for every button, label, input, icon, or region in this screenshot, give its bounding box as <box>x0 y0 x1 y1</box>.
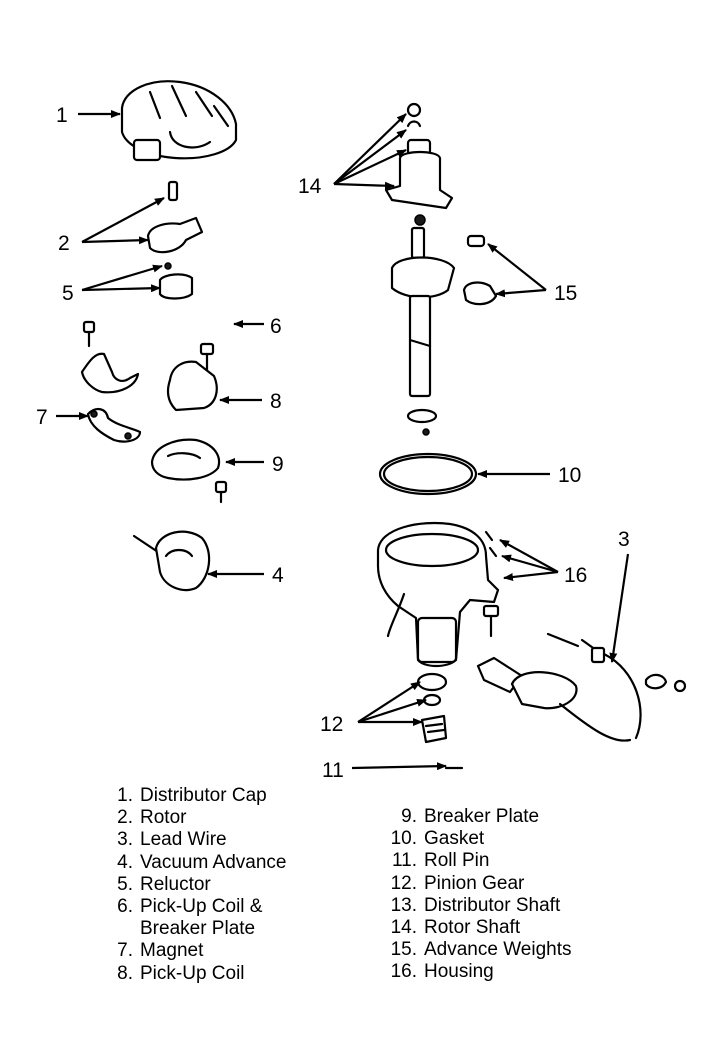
callout-9: 9 <box>272 453 284 476</box>
callout-5: 5 <box>62 282 74 305</box>
gasket <box>378 452 478 496</box>
legend-label: Breaker Plate <box>424 806 540 827</box>
legend-number: 16. <box>390 961 417 983</box>
callout-7: 7 <box>36 406 48 429</box>
callout-12: 12 <box>320 713 343 736</box>
legend-label: Pick-Up Coil <box>140 962 245 984</box>
legend-number: 15. <box>390 939 417 961</box>
legend-item: 11. Roll Pin <box>383 850 572 872</box>
advance-weights <box>462 234 498 306</box>
legend-label: Vacuum Advance <box>140 851 287 873</box>
legend-label: Pick-Up Coil & <box>140 896 263 918</box>
lead-wire <box>476 632 687 742</box>
legend-label: Reluctor <box>140 873 211 895</box>
legend-number: 3. <box>117 829 133 851</box>
breaker-plate <box>150 438 228 504</box>
distributor-cap <box>120 80 238 162</box>
legend-number: 6. <box>117 896 133 918</box>
legend-left: 1. Distributor Cap 2. Rotor 3. Lead Wire 4.… <box>99 785 286 985</box>
legend-number: 2. <box>117 807 133 829</box>
legend-number: 4. <box>117 851 133 873</box>
pinion-gear <box>416 672 448 744</box>
callout-11: 11 <box>322 759 344 782</box>
magnet <box>86 408 142 443</box>
legend-label: Lead Wire <box>140 829 227 851</box>
callout-2: 2 <box>58 232 70 255</box>
callout-6: 6 <box>270 315 282 338</box>
vacuum-advance <box>132 530 211 592</box>
legend-number: 14. <box>390 917 417 939</box>
callout-8: 8 <box>270 390 282 413</box>
legend-item: 1. Distributor Cap <box>99 785 286 807</box>
pickup-coil-breaker-plate <box>80 320 140 394</box>
legend-number: 7. <box>117 940 133 962</box>
legend-item: 7. Magnet <box>99 940 286 962</box>
legend-item: 14. Rotor Shaft <box>383 917 572 939</box>
rotor <box>146 180 204 254</box>
legend-label: Pinion Gear <box>424 872 525 894</box>
rotor-shaft <box>384 102 454 226</box>
housing <box>376 521 500 668</box>
legend-label: Roll Pin <box>424 850 490 872</box>
callout-3: 3 <box>618 528 630 551</box>
legend-number: 13. <box>390 894 417 916</box>
callout-16: 16 <box>564 564 587 587</box>
distributor-shaft <box>390 226 456 436</box>
legend-number: 5. <box>117 873 133 895</box>
legend-label: Rotor Shaft <box>424 917 521 939</box>
leader-lines <box>56 110 630 771</box>
legend-item: 13. Distributor Shaft <box>383 895 572 917</box>
callout-10: 10 <box>558 464 581 487</box>
legend-item: 16. Housing <box>383 961 572 983</box>
legend-item: 4. Vacuum Advance <box>99 852 286 874</box>
callout-14: 14 <box>298 175 322 198</box>
legend-right: 9. Breaker Plate 10. Gasket 11. Roll Pin 12… <box>383 806 572 984</box>
callout-4: 4 <box>272 564 284 587</box>
legend-number <box>99 918 133 940</box>
legend-number: 8. <box>117 962 133 984</box>
legend-number: 12. <box>390 872 417 894</box>
reluctor <box>158 262 194 300</box>
legend-label: Advance Weights <box>424 939 572 961</box>
callout-15: 15 <box>554 282 577 305</box>
legend-item: 15. Advance Weights <box>383 939 572 961</box>
legend-number: 10. <box>390 828 417 850</box>
legend-item: Breaker Plate <box>99 918 286 940</box>
legend-item: 9. Breaker Plate <box>383 806 572 828</box>
legend-item: 12. Pinion Gear <box>383 873 572 895</box>
legend-item: 10. Gasket <box>383 828 572 850</box>
legend-label: Breaker Plate <box>140 918 256 940</box>
legend-label: Magnet <box>140 940 204 962</box>
legend-number: 9. <box>401 806 417 827</box>
legend-label: Gasket <box>424 828 485 850</box>
legend-item: 8. Pick-Up Coil <box>99 963 286 985</box>
legend-item: 2. Rotor <box>99 807 286 829</box>
legend-label: Distributor Cap <box>140 785 267 806</box>
legend-number: 11. <box>391 850 417 872</box>
legend-label: Housing <box>424 961 494 983</box>
legend-item: 3. Lead Wire <box>99 829 286 851</box>
legend-number: 1. <box>117 785 133 806</box>
legend-item: 5. Reluctor <box>99 874 286 896</box>
legend-item: 6. Pick-Up Coil & <box>99 896 286 918</box>
callout-1: 1 <box>56 104 68 127</box>
pickup-coil <box>166 342 218 412</box>
legend-label: Distributor Shaft <box>424 894 561 916</box>
legend-label: Rotor <box>140 807 187 829</box>
